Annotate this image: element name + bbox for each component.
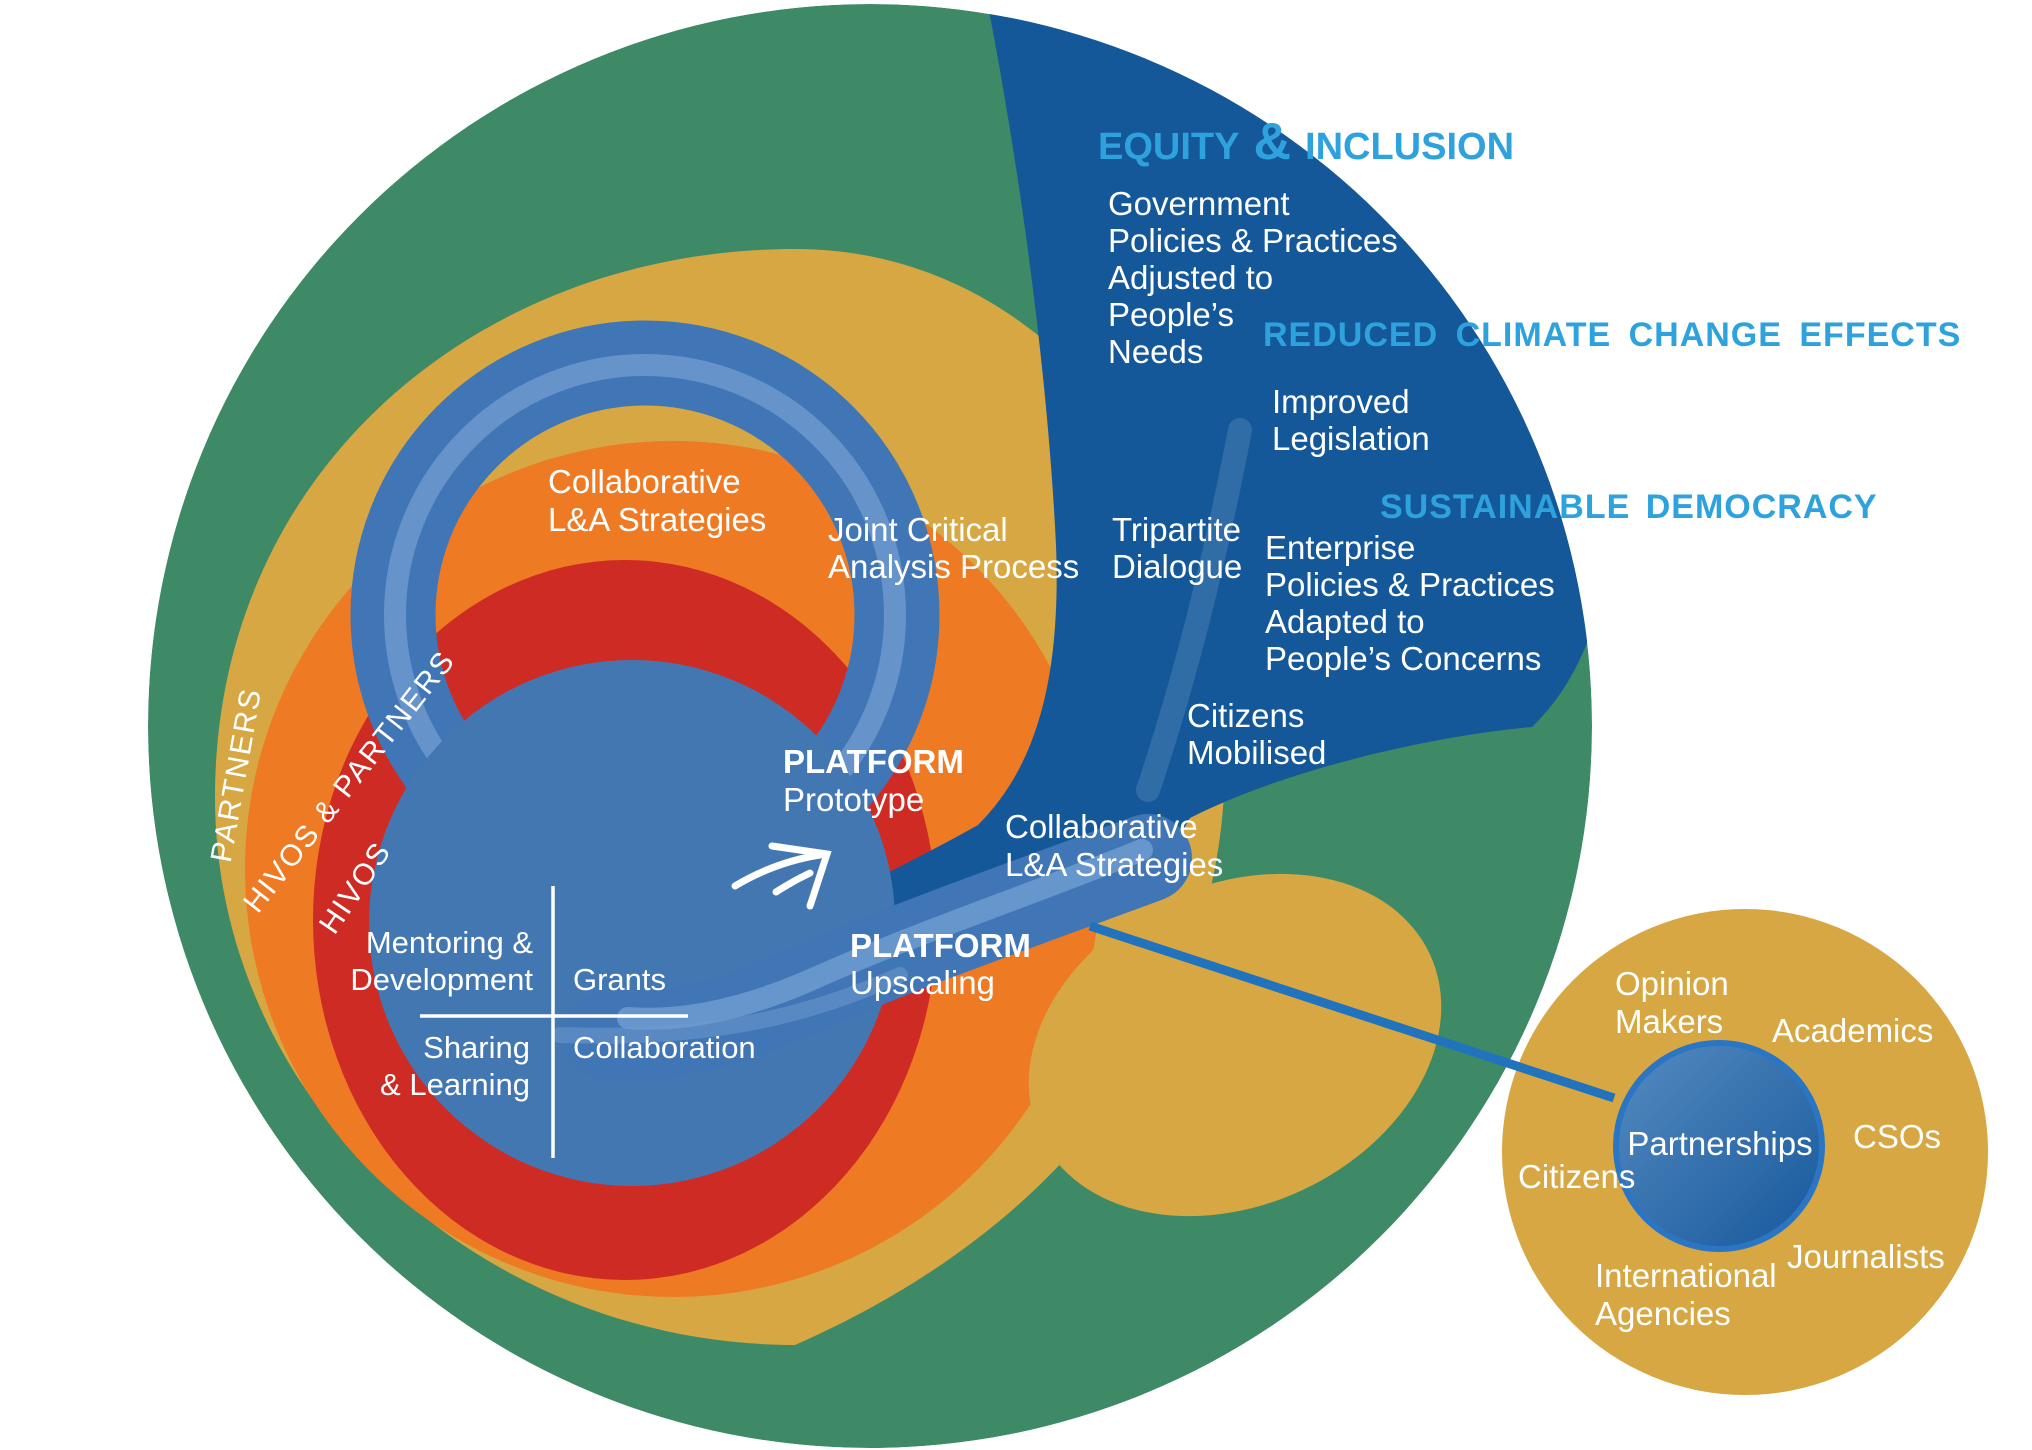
label-academics: Academics [1772,1012,1934,1049]
ampersand: & [1253,113,1292,171]
core-streak [552,967,908,1044]
label-platform-upscaling: PLATFORM Upscaling [850,927,1031,1001]
core-circle [369,660,895,1186]
upscaling-arrow-icon [731,842,832,910]
label-mentoring-development: Mentoring & Development [350,925,533,997]
label-improved-legislation: Improved Legislation [1272,383,1430,457]
heading-sustainable-democracy: SUSTAINABLE DEMOCRACY [1380,488,1878,526]
label-partnerships: Partnerships [1627,1125,1813,1162]
label-government-policies: Government Policies & Practices Adjusted… [1108,185,1398,370]
label-sharing-learning: Sharing & Learning [380,1030,530,1102]
connector-line [1088,921,1616,1103]
label-opinion-makers: Opinion Makers [1615,965,1729,1040]
label-journalists: Journalists [1787,1238,1945,1275]
label-platform-prototype: PLATFORM Prototype [783,743,964,818]
label-collaboration: Collaboration [573,1030,756,1065]
label-grants: Grants [573,962,667,997]
label-enterprise-policies: Enterprise Policies & Practices Adapted … [1265,529,1555,677]
label-collaborative-strategies-lower: Collaborative L&A Strategies [1005,808,1224,883]
label-collaborative-strategies-upper: Collaborative L&A Strategies [548,463,767,538]
stakeholder-satellite [1088,909,1988,1395]
heading-equity-inclusion: EQUITY & INCLUSION [1098,112,1514,172]
label-tripartite-dialogue: Tripartite Dialogue [1112,511,1243,585]
label-joint-critical-analysis: Joint Critical Analysis Process [828,511,1080,585]
wedge-streak [1136,418,1252,802]
flow-band-highlight [617,839,1153,1030]
gold-blob-lower-right [1028,873,1442,1217]
equity-word: EQUITY [1098,126,1240,168]
inclusion-word: INCLUSION [1305,126,1515,168]
partnerships-circle [1619,1046,1819,1246]
label-international-agencies: International Agencies [1595,1257,1777,1332]
heading-reduced-climate: REDUCED CLIMATE CHANGE EFFECTS [1263,316,1962,354]
label-citizens-mobilised: Citizens Mobilised [1187,697,1327,771]
label-csos: CSOs [1853,1118,1942,1155]
label-citizens: Citizens [1518,1158,1636,1195]
